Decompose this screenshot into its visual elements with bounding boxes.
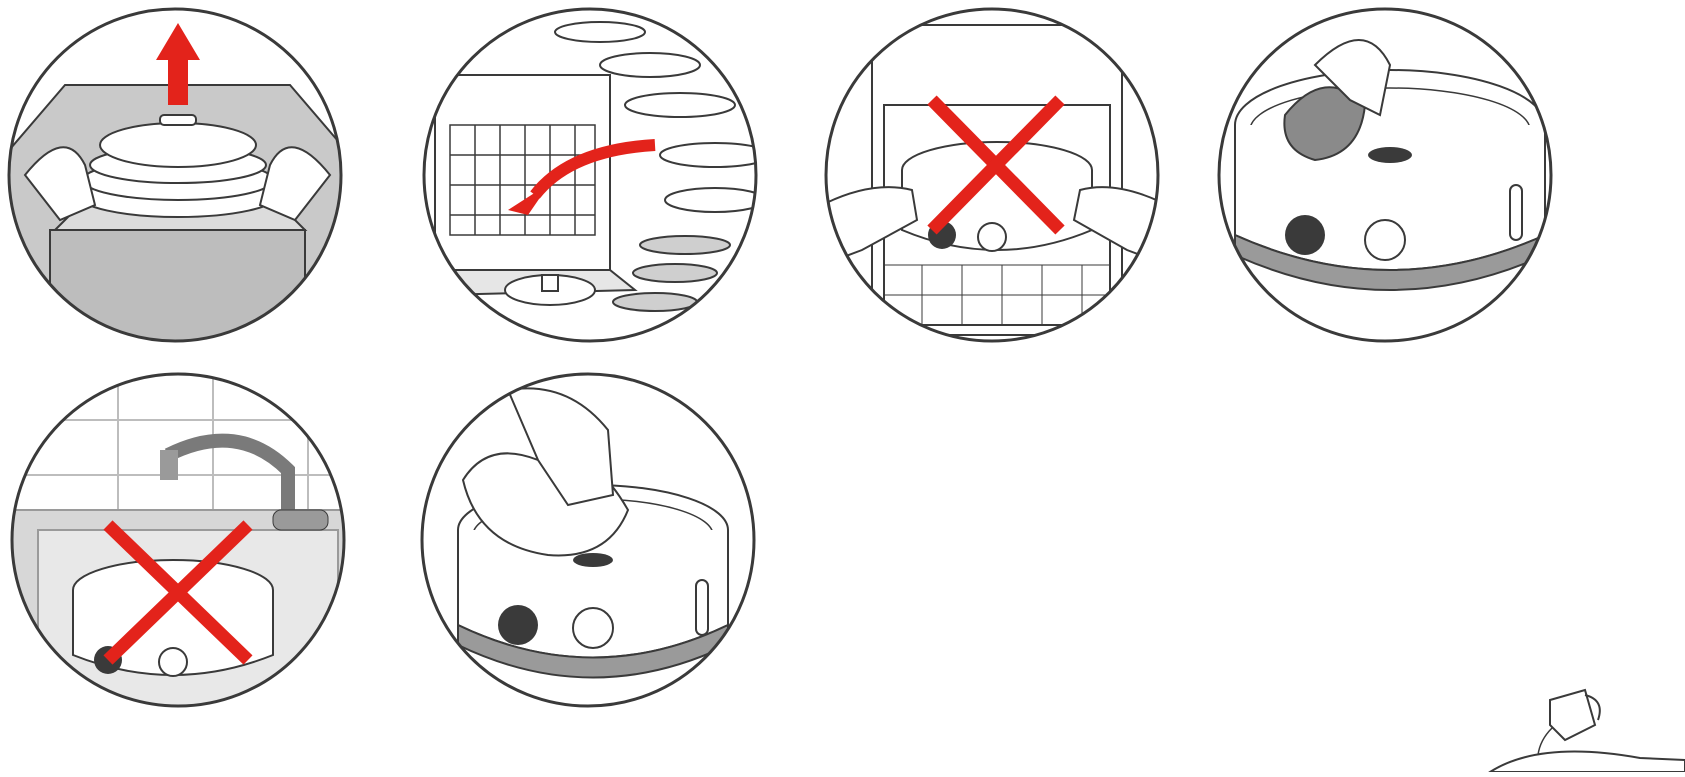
panel-pour-water-partial — [1480, 680, 1685, 772]
panel-clean-reservoir — [1215, 5, 1560, 350]
panel-dishwasher — [420, 5, 765, 350]
panel-no-tap-base — [8, 370, 353, 715]
panel-unpack — [5, 5, 350, 350]
panel-no-dishwasher-base — [822, 5, 1167, 350]
panel-wipe-base — [418, 370, 763, 715]
jug-icon — [1538, 690, 1600, 755]
